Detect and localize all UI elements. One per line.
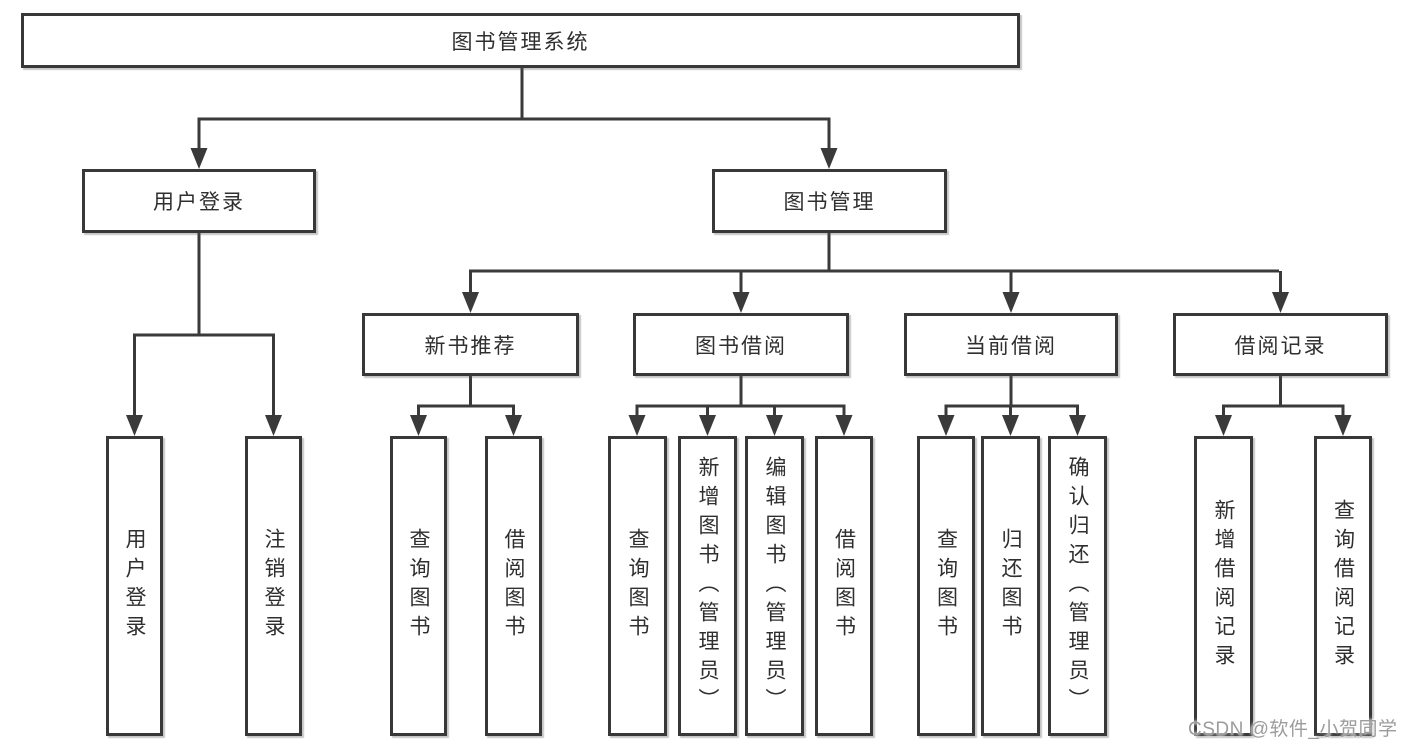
connector-book-management-group [469,233,1282,293]
arrow-down-icon [937,415,955,436]
leaf-edit-book-admin-label: 编辑图书（管理员） [763,455,787,717]
arrow-down-icon [1334,415,1352,436]
connector-current-borrow-group [944,376,1079,417]
arrow-down-icon [190,148,208,169]
leaf-query-books-recommend: 查询图书 [390,436,447,736]
arrow-down-icon [699,415,716,436]
arrow-down-icon [1069,415,1086,436]
connector-borrow-records-group [1222,376,1345,417]
arrow-down-icon [410,415,427,436]
leaf-borrow-books-recommend-label: 借阅图书 [502,528,526,644]
watermark: CSDN @软件_小贺同学 [1188,719,1398,740]
leaf-query-books-borrow: 查询图书 [608,436,667,736]
arrow-down-icon [820,148,838,169]
node-new-book-recommend-label: 新书推荐 [424,334,517,358]
node-book-management: 图书管理 [712,169,947,233]
leaf-borrow-books-recommend: 借阅图书 [485,436,542,736]
leaf-confirm-return-admin-label: 确认归还（管理员） [1066,455,1090,717]
arrow-down-icon [462,292,479,313]
arrow-down-icon [505,415,522,436]
arrow-down-icon [265,415,282,436]
node-borrow-records-label: 借阅记录 [1234,334,1327,358]
node-user-login-label: 用户登录 [153,191,245,214]
leaf-add-book-admin-label: 新增图书（管理员） [696,455,720,717]
node-root: 图书管理系统 [21,13,1020,68]
leaf-logout-label: 注销登录 [262,528,286,644]
connector-user-login-group [133,233,275,417]
leaf-return-book: 归还图书 [981,436,1040,736]
node-book-borrow: 图书借阅 [633,313,849,376]
node-root-label: 图书管理系统 [451,30,590,54]
arrow-down-icon [1002,415,1019,436]
leaf-borrow-books-label: 借阅图书 [832,528,856,644]
connector-new-book-group [417,376,515,417]
node-user-login: 用户登录 [82,169,316,233]
node-book-management-label: 图书管理 [783,191,876,214]
arrow-down-icon [1002,292,1020,313]
leaf-confirm-return-admin: 确认归还（管理员） [1048,436,1107,736]
leaf-user-login: 用户登录 [106,436,163,736]
arrow-down-icon [732,292,750,313]
leaf-user-login-label: 用户登录 [123,528,147,644]
leaf-query-borrow-record-label: 查询借阅记录 [1331,499,1355,673]
arrow-down-icon [126,415,143,436]
arrow-down-icon [1272,292,1289,313]
node-book-borrow-label: 图书借阅 [695,334,787,358]
leaf-add-borrow-record: 新增借阅记录 [1194,436,1253,736]
node-current-borrow: 当前借阅 [904,313,1118,376]
node-current-borrow-label: 当前借阅 [965,334,1057,358]
leaf-borrow-books: 借阅图书 [815,436,873,736]
leaf-query-borrow-record: 查询借阅记录 [1314,436,1372,736]
connector-book-borrow-group [635,376,846,417]
leaf-add-borrow-record-label: 新增借阅记录 [1212,499,1236,673]
leaf-query-books-borrow-label: 查询图书 [626,528,650,644]
arrow-down-icon [766,415,783,436]
leaf-query-books-current-label: 查询图书 [934,528,958,644]
leaf-logout: 注销登录 [245,436,302,736]
arrow-down-icon [835,415,853,436]
leaf-edit-book-admin: 编辑图书（管理员） [745,436,804,736]
arrow-down-icon [628,415,646,436]
leaf-query-books-recommend-label: 查询图书 [407,528,431,644]
leaf-return-book-label: 归还图书 [999,528,1023,644]
node-borrow-records: 借阅记录 [1173,313,1388,376]
leaf-query-books-current: 查询图书 [917,436,975,736]
leaf-add-book-admin: 新增图书（管理员） [678,436,737,736]
node-new-book-recommend: 新书推荐 [362,313,579,376]
arrow-down-icon [1215,415,1232,436]
connector-root [197,68,831,150]
